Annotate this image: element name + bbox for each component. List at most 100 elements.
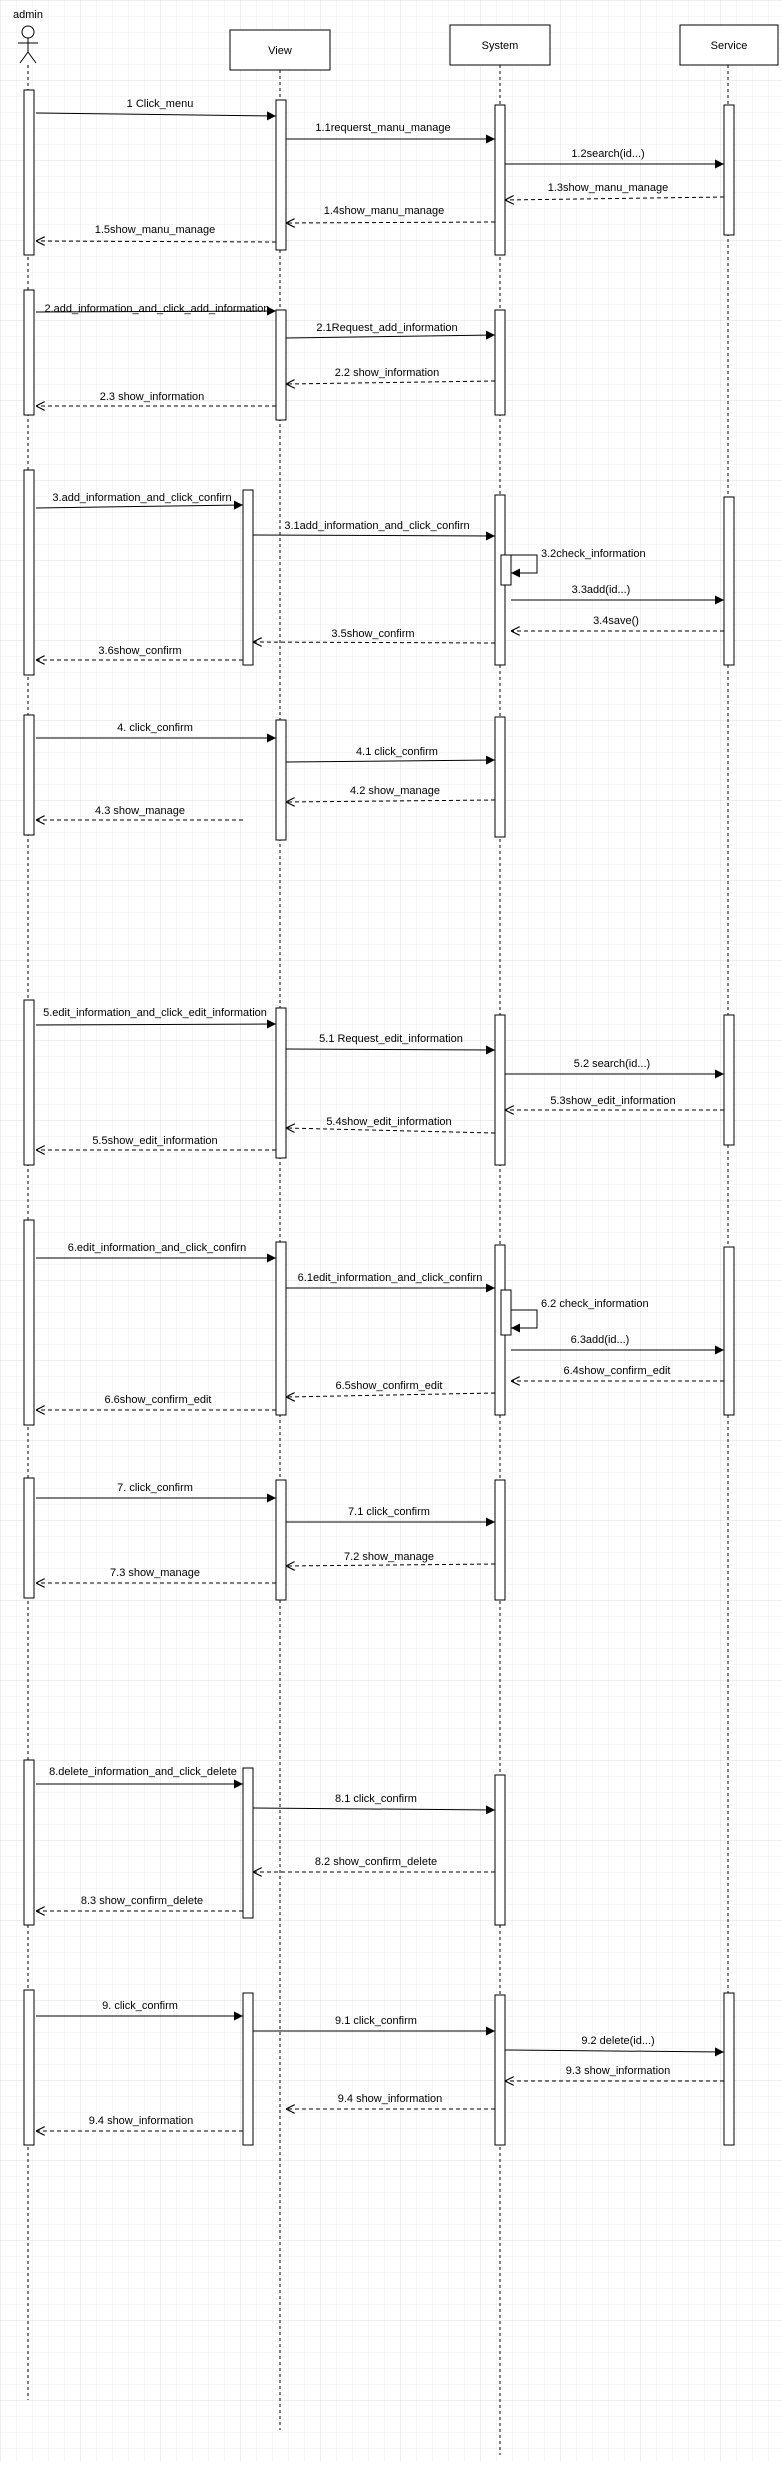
message-label: 3.add_information_and_click_confirn xyxy=(52,492,231,504)
participant-label-system: System xyxy=(482,40,519,52)
message: 4.3 show_manage xyxy=(36,805,243,820)
message: 6.4show_confirm_edit xyxy=(511,1365,724,1381)
message: 2.3 show_information xyxy=(36,391,276,406)
message-label: 9.4 show_information xyxy=(89,2115,194,2127)
message: 8.2 show_confirm_delete xyxy=(253,1856,495,1872)
activation-bar xyxy=(500,554,512,586)
activation-bar xyxy=(494,716,506,838)
message: 2.1Request_add_information xyxy=(285,322,496,340)
message: 8.3 show_confirm_delete xyxy=(36,1895,243,1911)
sync-message-arrow xyxy=(35,306,277,316)
activation-bar xyxy=(494,1994,506,2146)
message: 6.3add(id...) xyxy=(511,1334,724,1355)
activation-bar xyxy=(242,1767,254,1919)
message-label: 1.2search(id...) xyxy=(571,148,644,160)
message: 1.5show_manu_manage xyxy=(36,224,277,242)
message-label: 3.5show_confirm xyxy=(331,628,414,640)
message-label: 8.3 show_confirm_delete xyxy=(81,1895,203,1907)
activation-bar xyxy=(23,714,35,836)
message-label: 6.4show_confirm_edit xyxy=(563,1365,670,1377)
message: 5.edit_information_and_click_edit_inform… xyxy=(35,1007,277,1029)
activation-bar xyxy=(494,1479,506,1601)
activation-bar xyxy=(275,1241,287,1416)
message: 6.2 check_information xyxy=(511,1298,649,1333)
sync-message-arrow xyxy=(285,755,496,765)
message: 9.4 show_information xyxy=(36,2115,243,2131)
activation-bar xyxy=(723,1992,735,2146)
message-label: 6.3add(id...) xyxy=(571,1334,630,1346)
activation-bar xyxy=(23,469,35,676)
message-label: 6.1edit_information_and_click_confirn xyxy=(298,1272,483,1284)
message-label: 3.4save() xyxy=(593,615,639,627)
message: 3.2check_information xyxy=(511,548,646,578)
activation-bar xyxy=(23,1989,35,2146)
participant-system: System xyxy=(449,24,551,66)
activation-bar xyxy=(723,496,735,666)
message-label: 1 Click_menu xyxy=(127,98,194,110)
activation-bar xyxy=(494,1014,506,1166)
message-label: 5.3show_edit_information xyxy=(550,1095,675,1107)
sync-message-arrow xyxy=(252,531,496,541)
message: 6.5show_confirm_edit xyxy=(286,1380,496,1397)
stick-figure-icon xyxy=(18,25,38,64)
message: 7.1 click_confirm xyxy=(286,1506,495,1527)
participant-label-admin: admin xyxy=(13,9,43,21)
message: 4.2 show_manage xyxy=(286,785,496,802)
activation-bar xyxy=(494,1774,506,1926)
activation-bar xyxy=(275,719,287,841)
return-message-arrow xyxy=(505,197,725,200)
activation-bar xyxy=(723,1014,735,1146)
message: 3.4save() xyxy=(511,615,724,631)
message-label: 9.2 delete(id...) xyxy=(581,2035,654,2047)
message-label: 6.2 check_information xyxy=(541,1298,649,1310)
message-label: 9.3 show_information xyxy=(566,2065,671,2077)
activation-bar xyxy=(23,1759,35,1926)
message-label: 1.3show_manu_manage xyxy=(548,182,668,194)
activation-bar xyxy=(723,104,735,236)
activation-bar xyxy=(242,1992,254,2146)
message-label: 3.6show_confirm xyxy=(98,645,181,657)
message-label: 1.5show_manu_manage xyxy=(95,224,215,236)
message: 1.3show_manu_manage xyxy=(505,182,725,200)
message-label: 8.2 show_confirm_delete xyxy=(315,1856,437,1868)
activation-bar xyxy=(275,1479,287,1601)
message: 9.4 show_information xyxy=(286,2093,495,2109)
sync-message-arrow xyxy=(252,1805,496,1815)
message: 5.4show_edit_information xyxy=(286,1116,496,1134)
message-label: 5.1 Request_edit_information xyxy=(319,1033,463,1045)
message-label: 4.2 show_manage xyxy=(350,785,440,797)
return-message-arrow xyxy=(253,642,496,643)
activation-bar xyxy=(275,99,287,251)
message-label: 5.edit_information_and_click_edit_inform… xyxy=(43,1007,267,1019)
message: 1 Click_menu xyxy=(35,98,277,121)
sync-message-arrow xyxy=(35,500,244,510)
activation-bar xyxy=(500,1289,512,1336)
message-label: 1.1requerst_manu_manage xyxy=(315,122,450,134)
message: 9. click_confirm xyxy=(36,2000,243,2021)
activation-bar xyxy=(494,104,506,256)
message-label: 5.2 search(id...) xyxy=(574,1058,650,1070)
activation-bar xyxy=(23,1219,35,1426)
participant-admin: admin xyxy=(13,9,43,64)
activation-bar xyxy=(723,1246,735,1416)
message: 3.6show_confirm xyxy=(36,645,243,660)
message-label: 7.3 show_manage xyxy=(110,1567,200,1579)
message-label: 2.add_information_and_click_add_informat… xyxy=(44,303,269,315)
message: 3.3add(id...) xyxy=(511,584,724,605)
sync-message-arrow xyxy=(285,1045,496,1055)
message: 7. click_confirm xyxy=(36,1482,276,1503)
message: 5.2 search(id...) xyxy=(505,1058,724,1079)
sync-message-arrow xyxy=(35,111,277,121)
message-label: 9.4 show_information xyxy=(338,2093,443,2105)
message: 7.2 show_manage xyxy=(286,1551,496,1566)
message-label: 3.3add(id...) xyxy=(572,584,631,596)
activation-bar xyxy=(275,1007,287,1159)
message: 4. click_confirm xyxy=(36,722,276,743)
message-label: 4.1 click_confirm xyxy=(356,746,438,758)
message-label: 3.1add_information_and_click_confirn xyxy=(284,520,469,532)
message-label: 5.4show_edit_information xyxy=(326,1116,451,1128)
participant-service: Service xyxy=(679,24,779,66)
message-label: 9.1 click_confirm xyxy=(335,2015,417,2027)
message-label: 6.6show_confirm_edit xyxy=(104,1394,211,1406)
